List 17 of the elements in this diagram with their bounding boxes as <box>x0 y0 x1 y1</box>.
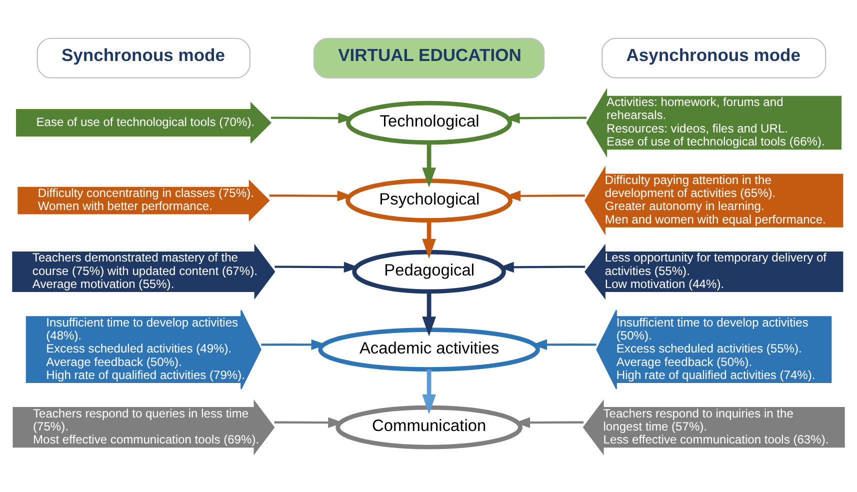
node-ellipse: Psychological <box>346 178 513 222</box>
arrow <box>271 112 354 124</box>
arrow <box>274 262 360 273</box>
node-ellipse: Pedagogical <box>352 250 506 294</box>
node-box: VIRTUAL EDUCATION <box>313 38 545 78</box>
arrow <box>422 292 436 336</box>
node-ellipse: Technological <box>346 100 512 145</box>
arrow <box>498 262 586 273</box>
arrow <box>504 112 586 124</box>
node-box: Synchronous mode <box>36 38 250 78</box>
arrow <box>422 369 436 414</box>
node-box: Asynchronous mode <box>602 38 826 78</box>
arrow <box>422 220 436 259</box>
node-ellipse: Communication <box>336 405 522 450</box>
arrow <box>505 190 585 202</box>
node-ellipse: Academic activities <box>318 328 540 372</box>
arrow <box>422 142 436 188</box>
